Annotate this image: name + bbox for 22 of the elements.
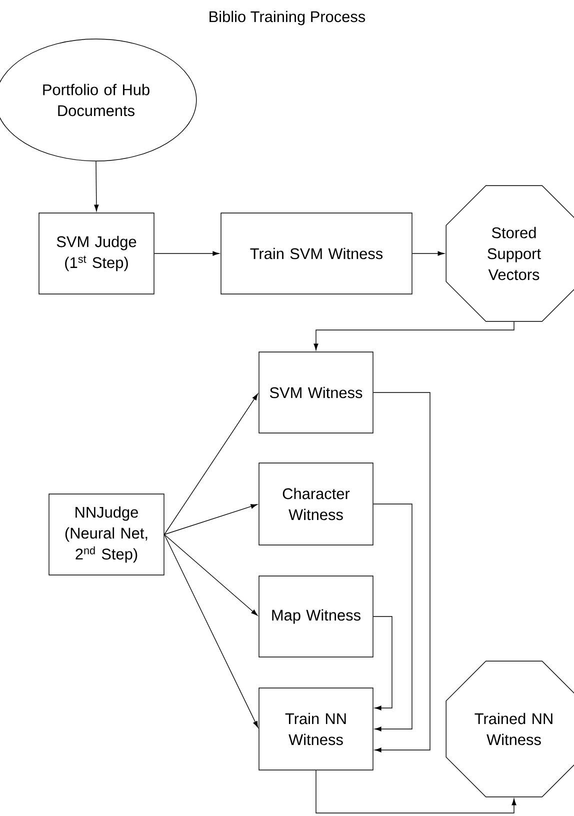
- arrow: [316, 770, 516, 814]
- octagon-node: Trained NN Witness: [446, 660, 574, 798]
- process-box: SVM Judge (1$^{st}$ Step): [38, 212, 154, 294]
- arrow: [164, 504, 258, 535]
- arrow: [373, 616, 392, 710]
- arrow: [373, 504, 412, 732]
- arrow: [94, 161, 99, 212]
- arrow: [164, 534, 258, 616]
- process-box: Map Witness: [258, 576, 374, 658]
- arrow: [412, 251, 444, 256]
- arrow: [314, 321, 514, 350]
- arrow: [164, 394, 258, 535]
- process-box: NNJudge (Neural Net, 2$^{nd}$ Step): [48, 494, 164, 576]
- arrow: [373, 392, 430, 752]
- title: Biblio Training Process: [210, 10, 366, 26]
- process-box: Train NN Witness: [258, 688, 374, 770]
- octagon-node: Stored Support Vectors: [446, 185, 574, 322]
- process-box: SVM Witness: [258, 352, 374, 434]
- process-box: Character Witness: [258, 462, 374, 546]
- process-box: Train SVM Witness: [220, 212, 412, 294]
- arrow: [154, 251, 220, 256]
- arrow: [164, 534, 258, 728]
